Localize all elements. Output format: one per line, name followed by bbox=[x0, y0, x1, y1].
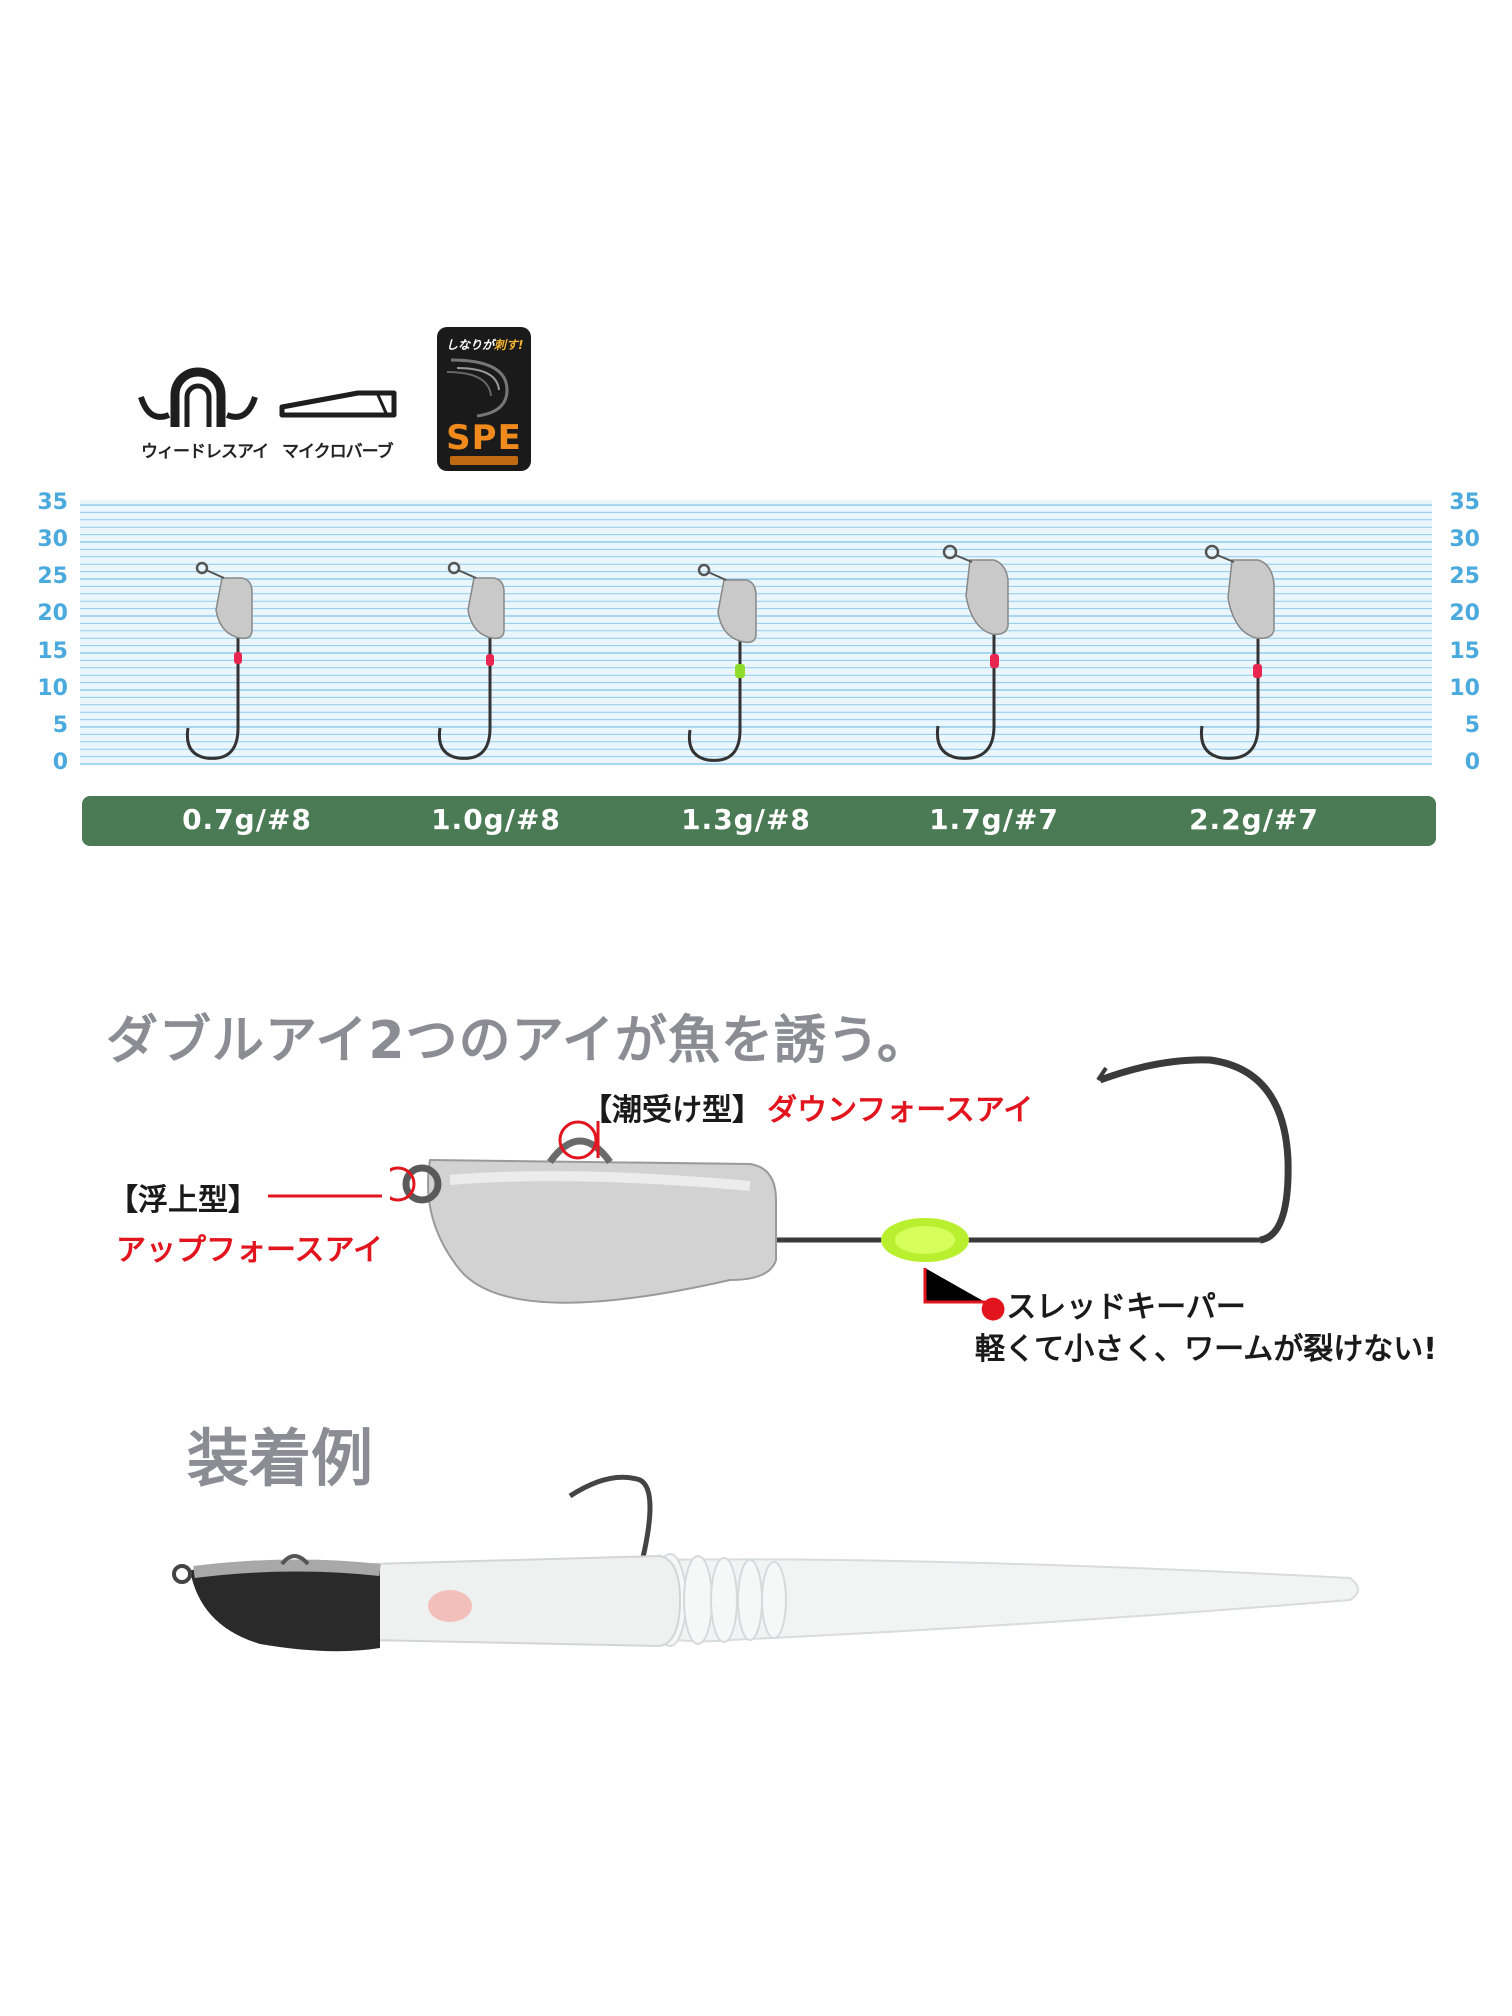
thread-keeper-callout: ●スレッドキーパー bbox=[980, 1282, 1246, 1326]
micro-barb-label: マイクロバーブ bbox=[282, 442, 394, 462]
ruler-tick-right: 35 bbox=[1449, 490, 1480, 515]
ruler-tick-left: 0 bbox=[52, 750, 68, 775]
jig-hook-image bbox=[437, 561, 505, 760]
down-type-label: 【潮受け型】 bbox=[582, 1093, 762, 1128]
spec-label: 2.2g/#7 bbox=[1189, 803, 1319, 836]
headline: ダブルアイ2つのアイが魚を誘う。 bbox=[106, 1011, 930, 1071]
spec-label: 1.0g/#8 bbox=[431, 803, 561, 836]
up-type-label: 【浮上型】 bbox=[108, 1183, 258, 1218]
ruler-tick-left: 30 bbox=[37, 527, 68, 552]
spec-bar bbox=[82, 796, 1436, 846]
rigged-worm-image bbox=[172, 1474, 1359, 1652]
ruler-tick-right: 5 bbox=[1464, 713, 1480, 738]
spec-label: 1.7g/#7 bbox=[929, 803, 1059, 836]
ruler-tick-right: 15 bbox=[1449, 639, 1480, 664]
ruler-tick-left: 5 bbox=[52, 713, 68, 738]
jig-detail-image bbox=[390, 1056, 1292, 1304]
example-heading: 装着例 bbox=[187, 1422, 374, 1495]
down-eye-label: ダウンフォースアイ bbox=[767, 1093, 1034, 1128]
jig-hook-image bbox=[185, 561, 253, 760]
ruler-tick-right: 20 bbox=[1449, 601, 1480, 626]
ruler-tick-left: 25 bbox=[37, 564, 68, 589]
spe-tagline: しなりが刺す! bbox=[446, 338, 524, 352]
keeper-bullet: ● bbox=[980, 1290, 1007, 1325]
spe-label: SPE bbox=[446, 418, 522, 458]
feature-micro-barb: マイクロバーブ bbox=[278, 375, 408, 465]
down-force-callout: 【潮受け型】 ダウンフォースアイ bbox=[582, 1085, 1033, 1129]
keeper-title: スレッドキーパー bbox=[1006, 1290, 1246, 1325]
micro-barb-icon bbox=[279, 390, 397, 418]
ruler-tick-left: 20 bbox=[37, 601, 68, 626]
ruler-tick-left: 10 bbox=[37, 676, 68, 701]
spe-badge bbox=[437, 327, 531, 471]
jig-hook-image bbox=[935, 544, 1009, 760]
jig-hook-image bbox=[1199, 544, 1275, 760]
ruler-tick-right: 30 bbox=[1449, 527, 1480, 552]
ruler-tick-right: 0 bbox=[1464, 750, 1480, 775]
ruler-tick-right: 10 bbox=[1449, 676, 1480, 701]
spec-label: 1.3g/#8 bbox=[681, 803, 811, 836]
keeper-description: 軽くて小さく、ワームが裂けない! bbox=[975, 1332, 1437, 1367]
ruler-tick-right: 25 bbox=[1449, 564, 1480, 589]
weedless-eye-icon bbox=[138, 367, 258, 427]
up-eye-label: アップフォースアイ bbox=[116, 1233, 383, 1268]
feature-weedless-eye: ウィードレスアイ bbox=[135, 365, 269, 465]
ruler-tick-left: 15 bbox=[37, 639, 68, 664]
spe-subbar bbox=[450, 456, 518, 465]
weedless-eye-label: ウィードレスアイ bbox=[141, 442, 269, 462]
spec-label: 0.7g/#8 bbox=[182, 803, 312, 836]
ruler-tick-left: 35 bbox=[37, 490, 68, 515]
spe-curve-icon bbox=[446, 358, 509, 418]
jig-hook-image bbox=[687, 563, 757, 762]
